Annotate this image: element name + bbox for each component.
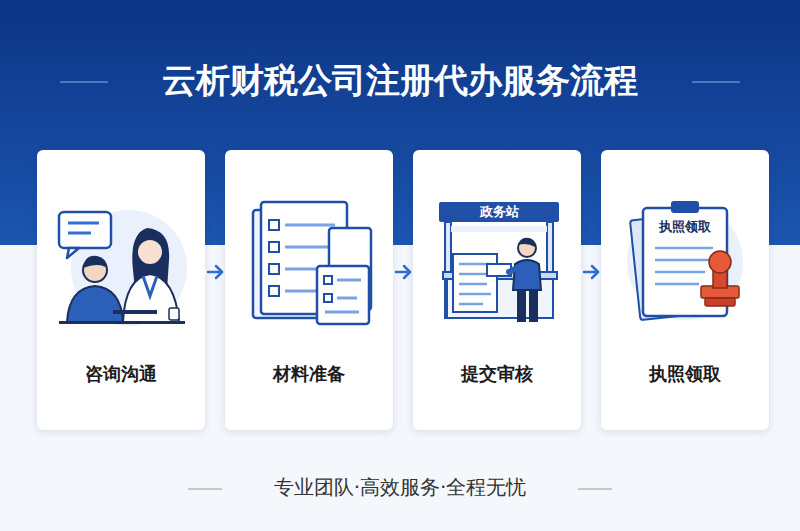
title-rule [692, 81, 740, 82]
service-counter-illustration [413, 150, 581, 430]
license-illustration [601, 150, 769, 430]
caption-rule [188, 488, 222, 489]
flow-arrow [208, 266, 222, 278]
step-card: 提交审核政务站 [413, 150, 581, 430]
step-label: 材料准备 [225, 362, 393, 386]
step-card: 执照领取执照领取 [601, 150, 769, 430]
documents-illustration [225, 150, 393, 430]
step-card: 材料准备 [225, 150, 393, 430]
step-label: 咨询沟通 [37, 362, 205, 386]
title-rule [60, 81, 108, 82]
illustration-label: 政务站 [439, 202, 559, 222]
diagram-title: 云析财税公司注册代办服务流程 [0, 58, 800, 104]
step-label: 执照领取 [601, 362, 769, 386]
step-card: 咨询沟通 [37, 150, 205, 430]
caption-rule [578, 488, 612, 489]
flow-arrow [584, 266, 598, 278]
consult-illustration [37, 150, 205, 430]
step-label: 提交审核 [413, 362, 581, 386]
illustration-label: 执照领取 [645, 218, 725, 236]
flow-arrow [396, 266, 410, 278]
diagram-caption: 专业团队·高效服务·全程无忧 [0, 474, 800, 501]
